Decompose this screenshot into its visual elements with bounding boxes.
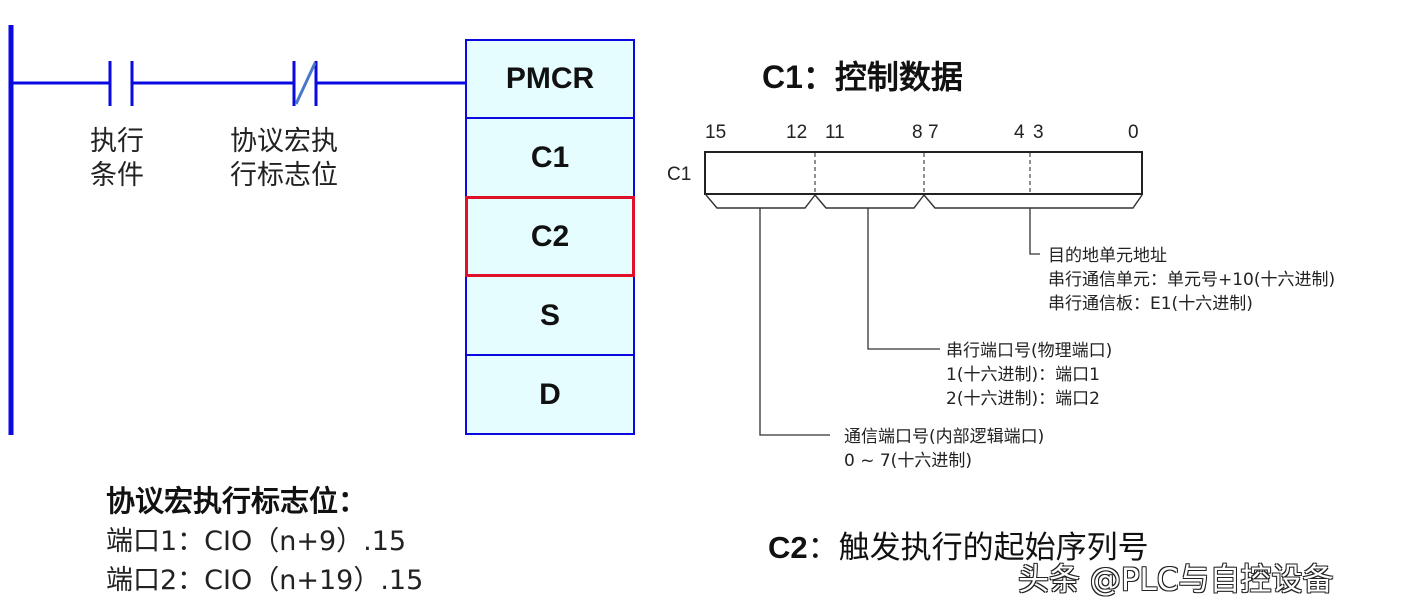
normally-open-contact-icon [108,61,134,106]
bit-label: 8 [912,122,923,143]
operand-c2: C2 [465,196,635,277]
bit-label: 12 [786,122,808,143]
watermark: 头条 @PLC与自控设备 [1018,562,1334,598]
leader-line-15-12 [759,208,830,436]
operand-s: S [465,275,635,356]
operand-d: D [465,354,635,435]
annotation-line: 1(十六进制)：端口1 [946,365,1100,385]
normally-closed-contact-icon [292,61,318,106]
bit-label: 4 [1014,122,1025,143]
field-bracket-15-12 [705,194,816,209]
annotation-serial-port-number: 串行端口号(物理端口) 1(十六进制)：端口1 2(十六进制)：端口2 [946,339,1112,411]
annotation-line: 串行通信板：E1(十六进制) [1048,294,1253,314]
register-name: C1 [667,164,692,185]
operand-label: PMCR [505,62,595,95]
flag-port1-address: 端口1：CIO（n+9）.15 [106,526,407,557]
c1-register-box [704,151,1143,195]
operand-c1: C1 [465,117,635,198]
field-bracket-7-0 [923,194,1143,209]
operand-label: C2 [530,219,570,253]
bit-label: 3 [1033,122,1044,143]
c2-description: C2：触发执行的起始序列号 [768,522,1149,567]
flag-port2-address: 端口2：CIO（n+19）.15 [106,565,424,596]
annotation-line: 0 ~ 7(十六进制) [844,451,972,471]
c1-title: C1：控制数据 [762,59,963,95]
c2-description-text: 触发执行的起始序列号 [838,530,1149,566]
field-bracket-11-8 [814,194,925,209]
label-line: 行标志位 [230,160,338,191]
bit-label: 15 [705,122,727,143]
flag-section-title: 协议宏执行标志位： [106,484,368,518]
operand-label: D [539,377,561,411]
operand-label: S [539,298,560,332]
bit-label: 7 [928,122,939,143]
leader-line-7-0 [1029,208,1040,255]
annotation-communication-port-number: 通信端口号(内部逻辑端口) 0 ~ 7(十六进制) [844,425,1044,473]
contact-label-execution-condition: 执行 条件 [90,125,144,193]
contact-label-macro-flag: 协议宏执 行标志位 [230,125,338,193]
annotation-line: 2(十六进制)：端口2 [946,389,1100,409]
bit-label: 0 [1128,122,1139,143]
label-line: 执行 [90,126,144,157]
bit-label: 11 [825,122,845,143]
annotation-title: 目的地单元地址 [1048,246,1167,266]
c2-separator: ： [807,530,839,566]
leader-line-11-8 [867,208,940,350]
operand-pmcr: PMCR [465,39,635,119]
annotation-destination-unit-address: 目的地单元地址 串行通信单元：单元号+10(十六进制) 串行通信板：E1(十六进… [1048,244,1335,316]
annotation-title: 串行端口号(物理端口) [946,341,1113,361]
operand-label: C1 [530,140,570,174]
label-line: 条件 [90,160,144,191]
c2-label: C2 [768,530,808,565]
annotation-line: 串行通信单元：单元号+10(十六进制) [1048,270,1336,290]
label-line: 协议宏执 [230,126,338,157]
annotation-title: 通信端口号(内部逻辑端口) [844,427,1045,447]
